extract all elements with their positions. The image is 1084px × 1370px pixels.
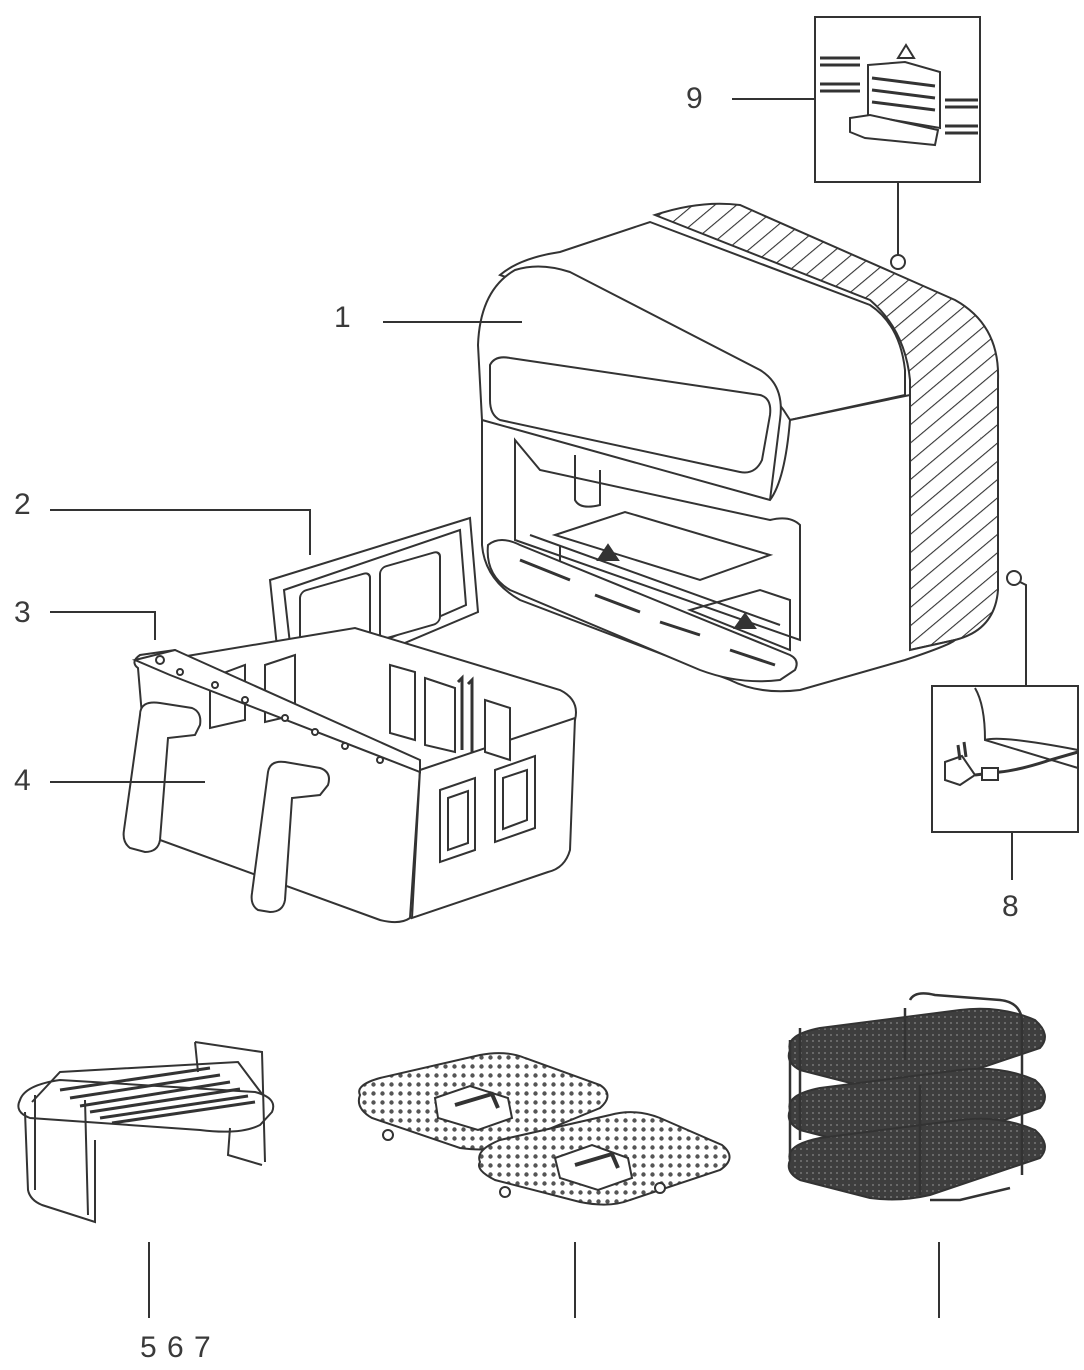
warning-triangle-vent — [896, 43, 916, 59]
vent-slots-left — [820, 56, 860, 93]
vent-slots-right — [945, 98, 978, 135]
callout-label-567: 5 6 7 — [140, 1331, 212, 1364]
callout-label-4: 4 — [14, 764, 31, 797]
callout-label-3: 3 — [14, 596, 31, 629]
drawer-rim — [486, 539, 798, 683]
detail-box-power-cord — [931, 685, 1079, 833]
basket-handle-left — [122, 701, 202, 854]
inner-plate-right — [686, 588, 791, 652]
basket — [122, 626, 577, 924]
wire-rack — [17, 1041, 275, 1224]
rack-bars — [59, 1066, 256, 1125]
control-strip — [489, 356, 772, 474]
detail-box-air-vent — [814, 16, 981, 183]
callout-dot-8 — [1006, 570, 1022, 586]
callout-label-9: 9 — [686, 82, 703, 115]
callout-label-2: 2 — [14, 488, 31, 521]
dehydrator-rack — [787, 992, 1046, 1202]
callout-label-8: 8 — [1002, 890, 1019, 923]
air-fryer-main-unit — [476, 202, 1000, 693]
divider-window-right — [379, 551, 441, 640]
callout-dot-9 — [890, 254, 906, 270]
leader-line-8 — [1015, 579, 1027, 686]
rack-leg-right — [194, 1041, 266, 1166]
warning-triangle-left — [596, 543, 620, 561]
crisper-plates — [357, 1052, 731, 1206]
inner-plate-left — [551, 510, 774, 582]
warning-triangle-right — [733, 612, 757, 629]
rack-leg-left — [24, 1111, 96, 1224]
leader-line-2 — [50, 509, 311, 555]
leader-line-3 — [50, 611, 156, 640]
dehydrator-tray-bottom — [787, 1117, 1046, 1201]
basket-handle-right — [250, 760, 330, 914]
callout-label-1: 1 — [334, 301, 351, 334]
power-cord — [974, 750, 1079, 777]
drawer-opening — [514, 437, 801, 642]
ribbed-side-panel — [652, 202, 1000, 652]
